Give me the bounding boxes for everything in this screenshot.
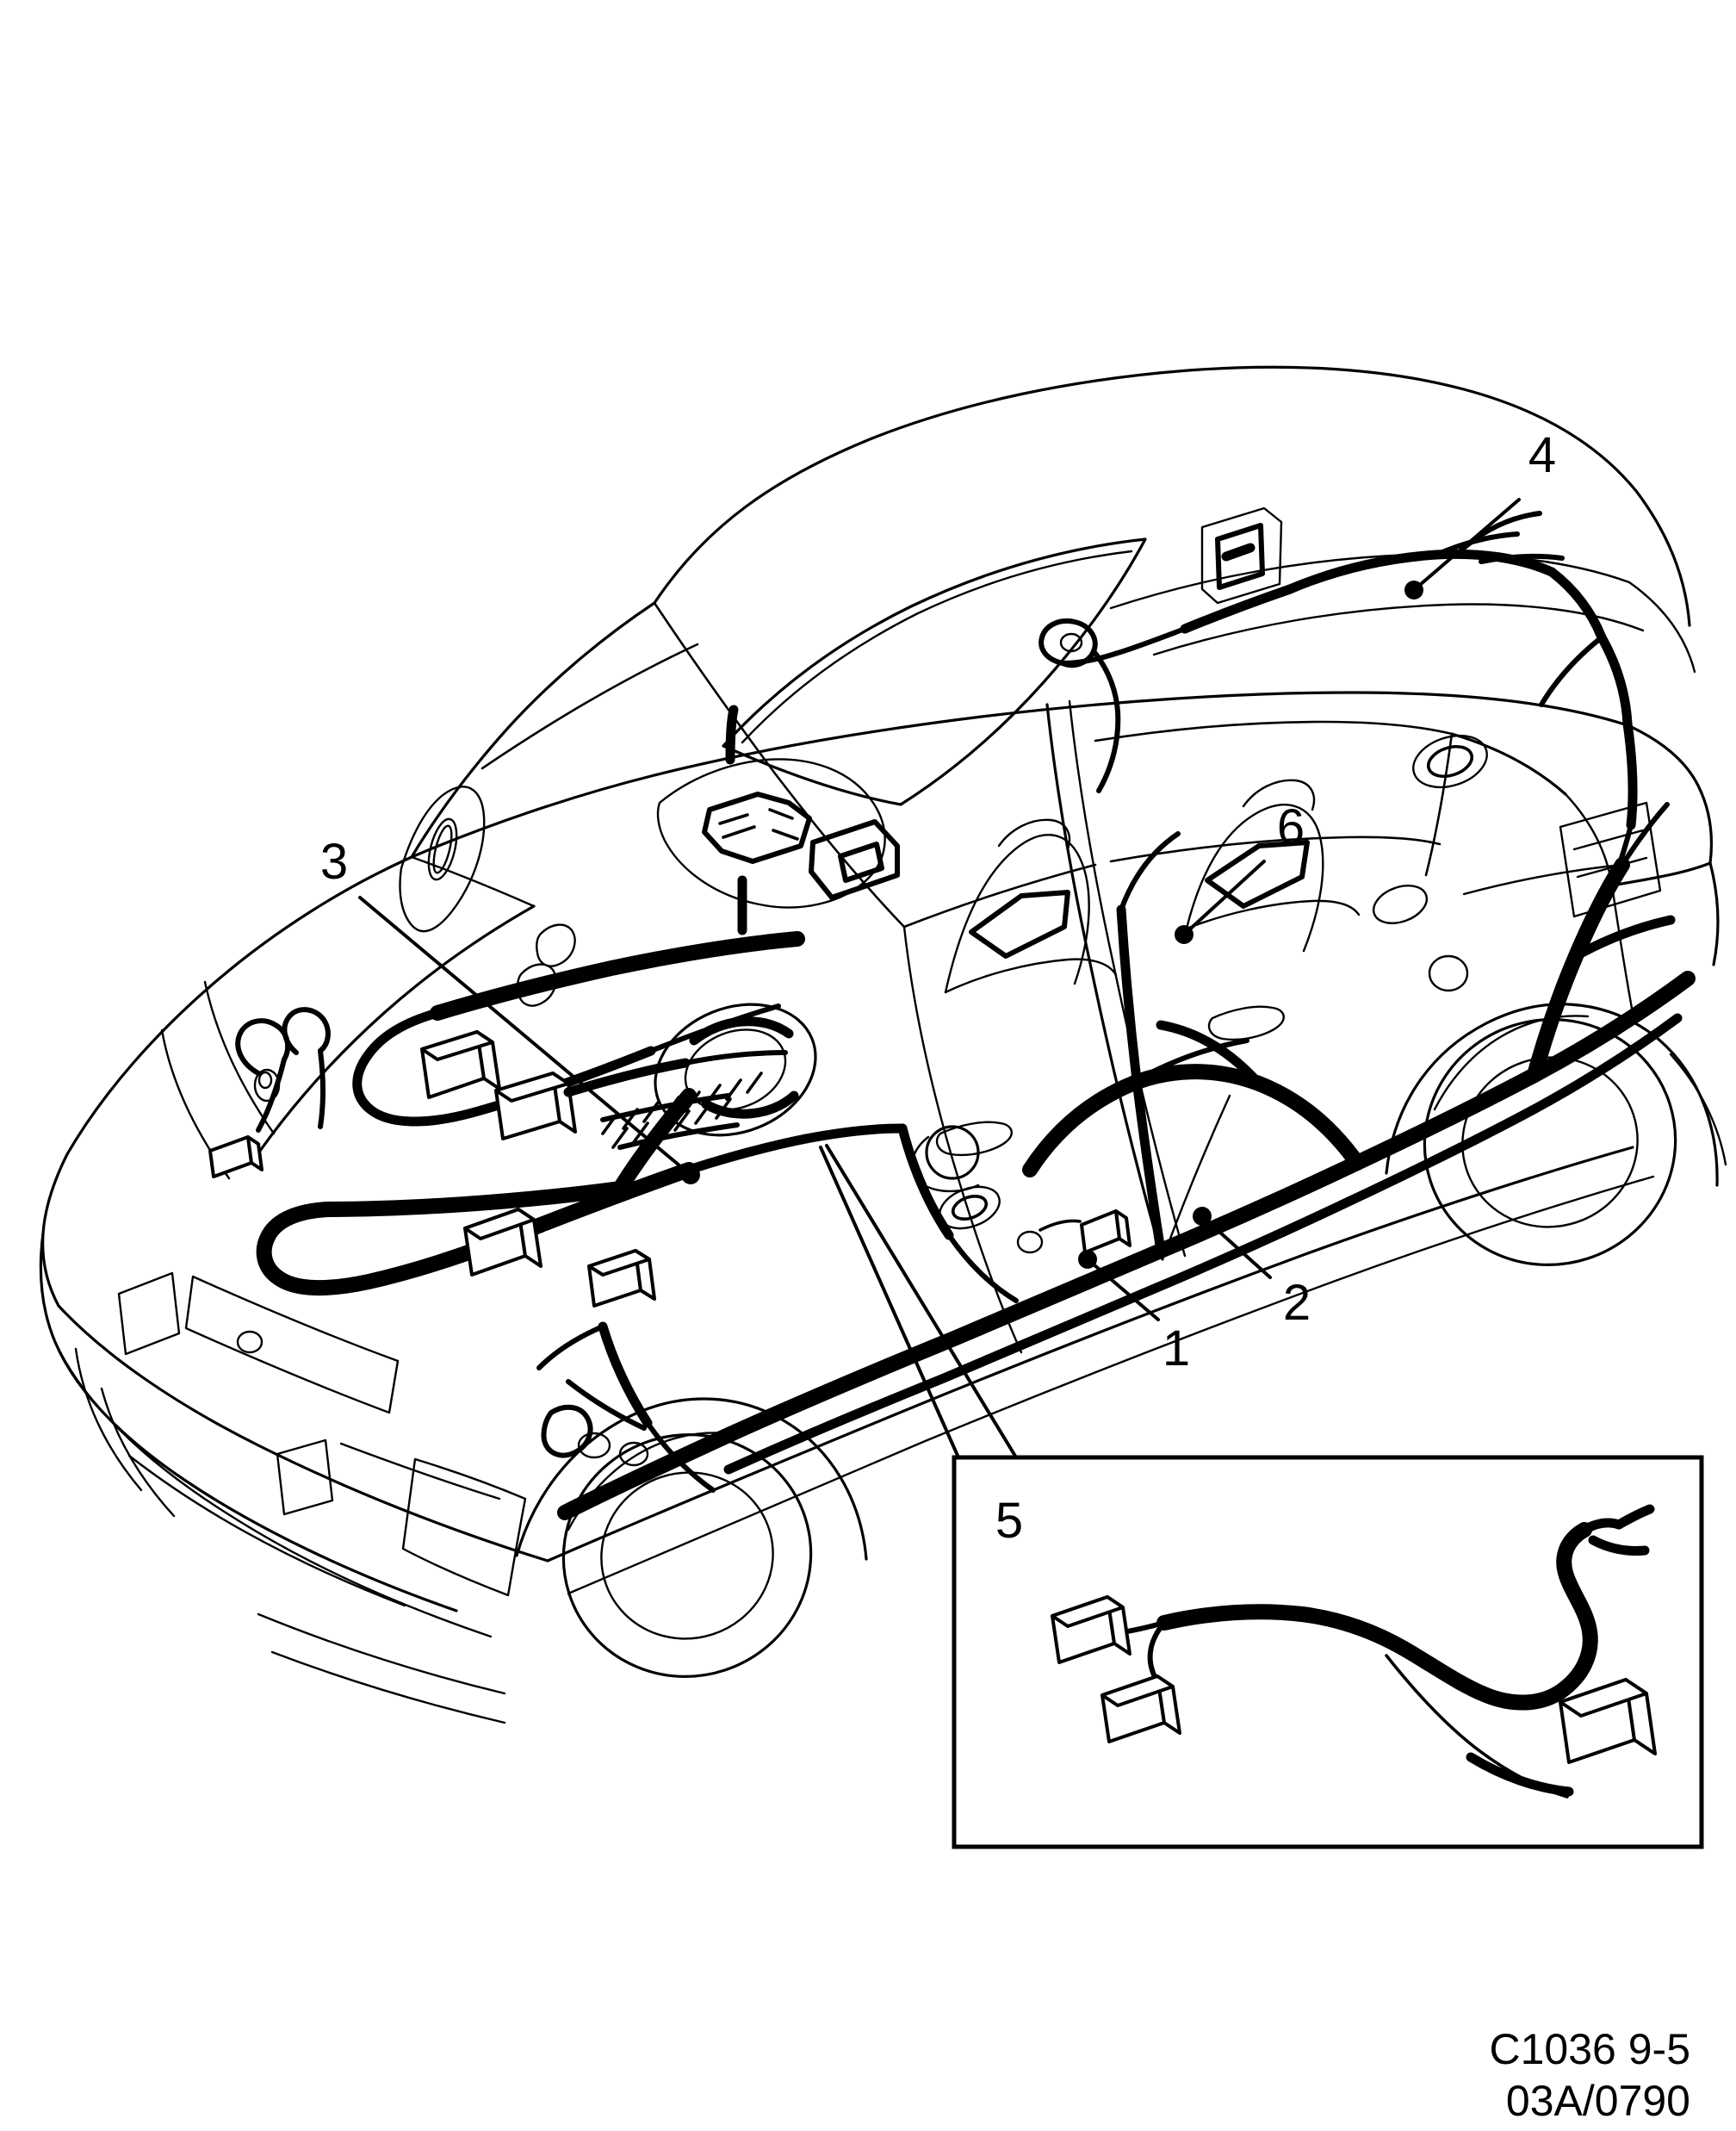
detail-box-5: 5 bbox=[952, 1455, 1704, 1849]
callout-label-3: 3 bbox=[320, 834, 348, 890]
detail-box-frame bbox=[952, 1455, 1704, 1849]
detail-connector-3 bbox=[1559, 1678, 1657, 1764]
callout-numbers: 1 2 3 4 6 bbox=[320, 427, 1556, 1376]
relay-box-a bbox=[420, 1030, 501, 1099]
callout-label-2: 2 bbox=[1283, 1275, 1311, 1331]
figure-caption: C1036 9-5 03A/0790 bbox=[1490, 2025, 1691, 2125]
callout-label-4: 4 bbox=[1528, 427, 1556, 483]
wiring-harness-routing bbox=[208, 511, 1696, 1520]
callout-leaders bbox=[358, 498, 1521, 1459]
caption-line-1: C1036 9-5 bbox=[1490, 2025, 1691, 2073]
relay-box-c bbox=[463, 1208, 542, 1277]
callout-label-6: 6 bbox=[1277, 799, 1305, 855]
relay-box-b bbox=[494, 1072, 577, 1140]
car-body-outline bbox=[39, 365, 1727, 1724]
callout-label-5: 5 bbox=[995, 1493, 1023, 1549]
detail-sub-harness bbox=[1051, 1504, 1657, 1799]
detail-connector-1 bbox=[1051, 1595, 1132, 1664]
callout-label-1: 1 bbox=[1162, 1320, 1190, 1376]
detail-connector-2 bbox=[1100, 1674, 1181, 1743]
interior-cutaway-detail bbox=[517, 506, 1488, 1230]
relay-box-d bbox=[587, 1249, 656, 1308]
caption-line-2: 03A/0790 bbox=[1506, 2077, 1690, 2125]
